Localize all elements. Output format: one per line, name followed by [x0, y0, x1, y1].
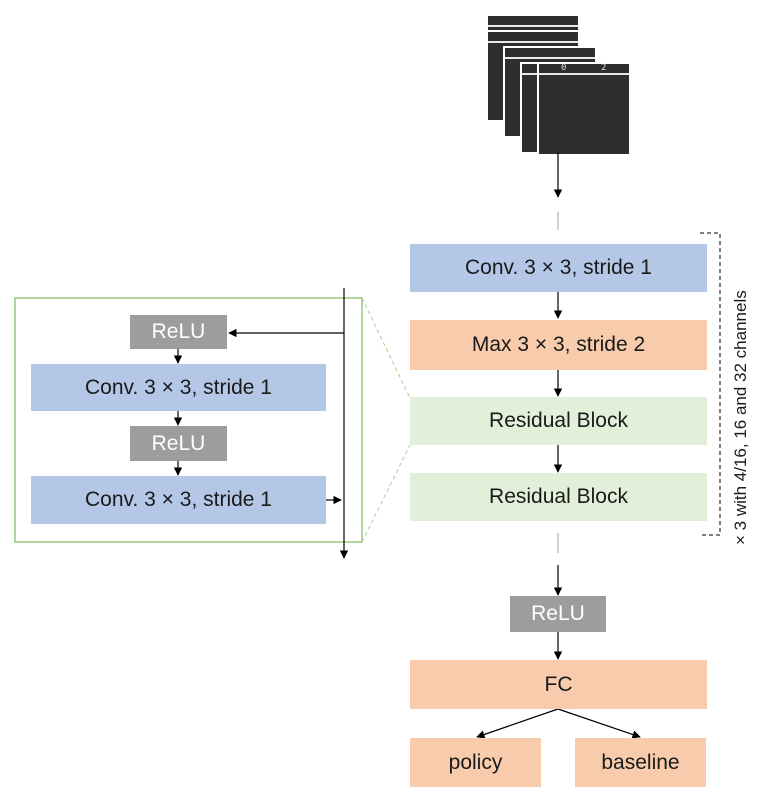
baseline-head: baseline: [575, 738, 706, 787]
relu-layer: ReLU: [510, 596, 606, 632]
residual-conv-2: Conv. 3 × 3, stride 1: [31, 476, 326, 524]
arrow-fc-baseline: [557, 708, 641, 739]
zoom-guide-top: [361, 297, 411, 399]
residual-relu-2: ReLU: [130, 426, 227, 461]
policy-head: policy: [410, 738, 541, 787]
residual-block-1: Residual Block: [410, 397, 707, 445]
fc-layer: FC: [410, 660, 707, 709]
arrow-fc-policy: [476, 708, 559, 739]
repeat-annotation: × 3 with 4/16, 16 and 32 channels: [731, 290, 750, 545]
zoom-guide-bottom: [361, 444, 411, 543]
repeat-bracket: [700, 232, 721, 536]
conv-layer: Conv. 3 × 3, stride 1: [410, 244, 707, 292]
score-left: 0: [561, 63, 567, 73]
max-pool-layer: Max 3 × 3, stride 2: [410, 320, 707, 370]
residual-relu-1: ReLU: [130, 315, 227, 349]
residual-block-2: Residual Block: [410, 473, 707, 521]
residual-zoom-frame: [14, 297, 363, 543]
score-right: 2: [601, 63, 607, 73]
input-frame-front: 0 2: [537, 62, 629, 154]
residual-conv-1: Conv. 3 × 3, stride 1: [31, 364, 326, 411]
